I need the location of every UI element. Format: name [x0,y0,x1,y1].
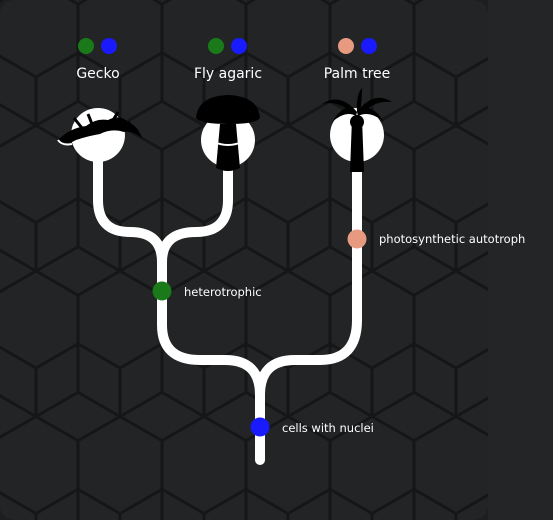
hex-grid [0,0,488,520]
taxon-label-palm-tree: Palm tree [323,66,391,82]
side-strip [488,0,553,520]
blue-dot [361,38,377,54]
salmon-dot [338,38,354,54]
trait-node-heterotrophic [152,281,172,301]
blue-dot [231,38,247,54]
trait-label-photosynthetic: photosynthetic autotroph [379,232,526,246]
trait-label-nuclei: cells with nuclei [282,421,374,435]
branch-palm [255,160,362,400]
taxon-label-gecko: Gecko [76,66,120,82]
taxon-label-fly-agaric: Fly agaric [193,66,263,82]
gecko-icon [57,108,142,162]
trait-node-nuclei [250,417,270,437]
tree-branches [93,145,362,465]
trait-node-photosynthetic [347,229,367,249]
gecko-trait-dots [78,38,117,54]
green-dot [78,38,94,54]
branch-fly-agaric [157,145,233,267]
palm-tree-icon [322,88,392,172]
palm-tree-trait-dots [338,38,377,54]
mushroom-icon [196,95,260,171]
blue-dot [101,38,117,54]
trait-label-heterotrophic: heterotrophic [184,285,262,299]
green-dot [208,38,224,54]
fly-agaric-trait-dots [208,38,247,54]
